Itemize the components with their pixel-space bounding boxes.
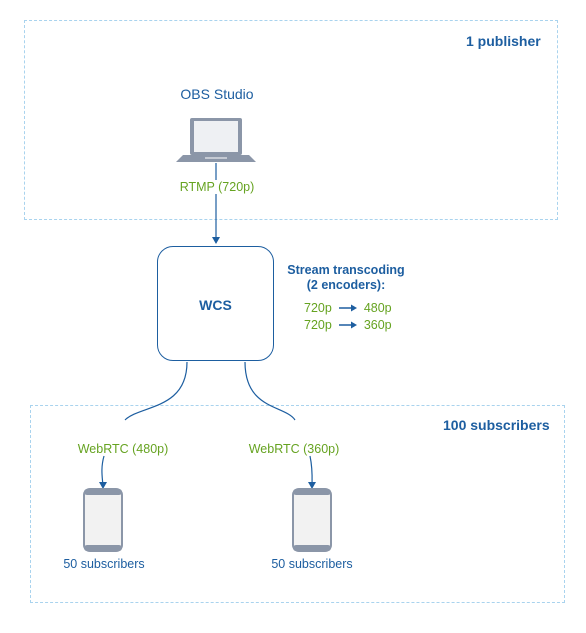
publisher-zone-title: 1 publisher bbox=[466, 33, 541, 49]
output-arrow-360p bbox=[308, 455, 317, 489]
wcs-server-node: WCS bbox=[157, 246, 274, 361]
subscribers-zone bbox=[30, 405, 565, 603]
transcoding-row: 720p 480p bbox=[304, 301, 392, 315]
output-arrow-480p bbox=[98, 455, 107, 489]
transcoding-title-line2: (2 encoders): bbox=[306, 278, 386, 292]
publisher-zone bbox=[24, 20, 558, 220]
smartphone-icon bbox=[83, 488, 123, 552]
transcoding-row: 720p 360p bbox=[304, 318, 392, 332]
publisher-name: OBS Studio bbox=[180, 86, 254, 102]
transcode-from: 720p bbox=[304, 318, 332, 332]
wcs-label: WCS bbox=[199, 297, 232, 313]
transcode-to: 360p bbox=[363, 318, 392, 332]
transcode-from: 720p bbox=[304, 301, 332, 315]
output-link-label: WebRTC (360p) bbox=[248, 442, 340, 456]
arrow-right-icon bbox=[338, 321, 357, 329]
device-label: 50 subscribers bbox=[271, 557, 353, 571]
device-label: 50 subscribers bbox=[63, 557, 145, 571]
laptop-icon bbox=[176, 118, 256, 162]
output-link-label: WebRTC (480p) bbox=[77, 442, 169, 456]
transcoding-title: Stream transcoding (2 encoders): bbox=[287, 263, 404, 293]
smartphone-icon bbox=[292, 488, 332, 552]
output-link-480p bbox=[124, 361, 188, 421]
transcode-to: 480p bbox=[363, 301, 392, 315]
arrow-right-icon bbox=[338, 304, 357, 312]
subscribers-zone-title: 100 subscribers bbox=[443, 417, 550, 433]
output-link-360p bbox=[244, 361, 296, 421]
ingest-label: RTMP (720p) bbox=[177, 180, 257, 194]
transcoding-title-line1: Stream transcoding bbox=[287, 263, 405, 277]
